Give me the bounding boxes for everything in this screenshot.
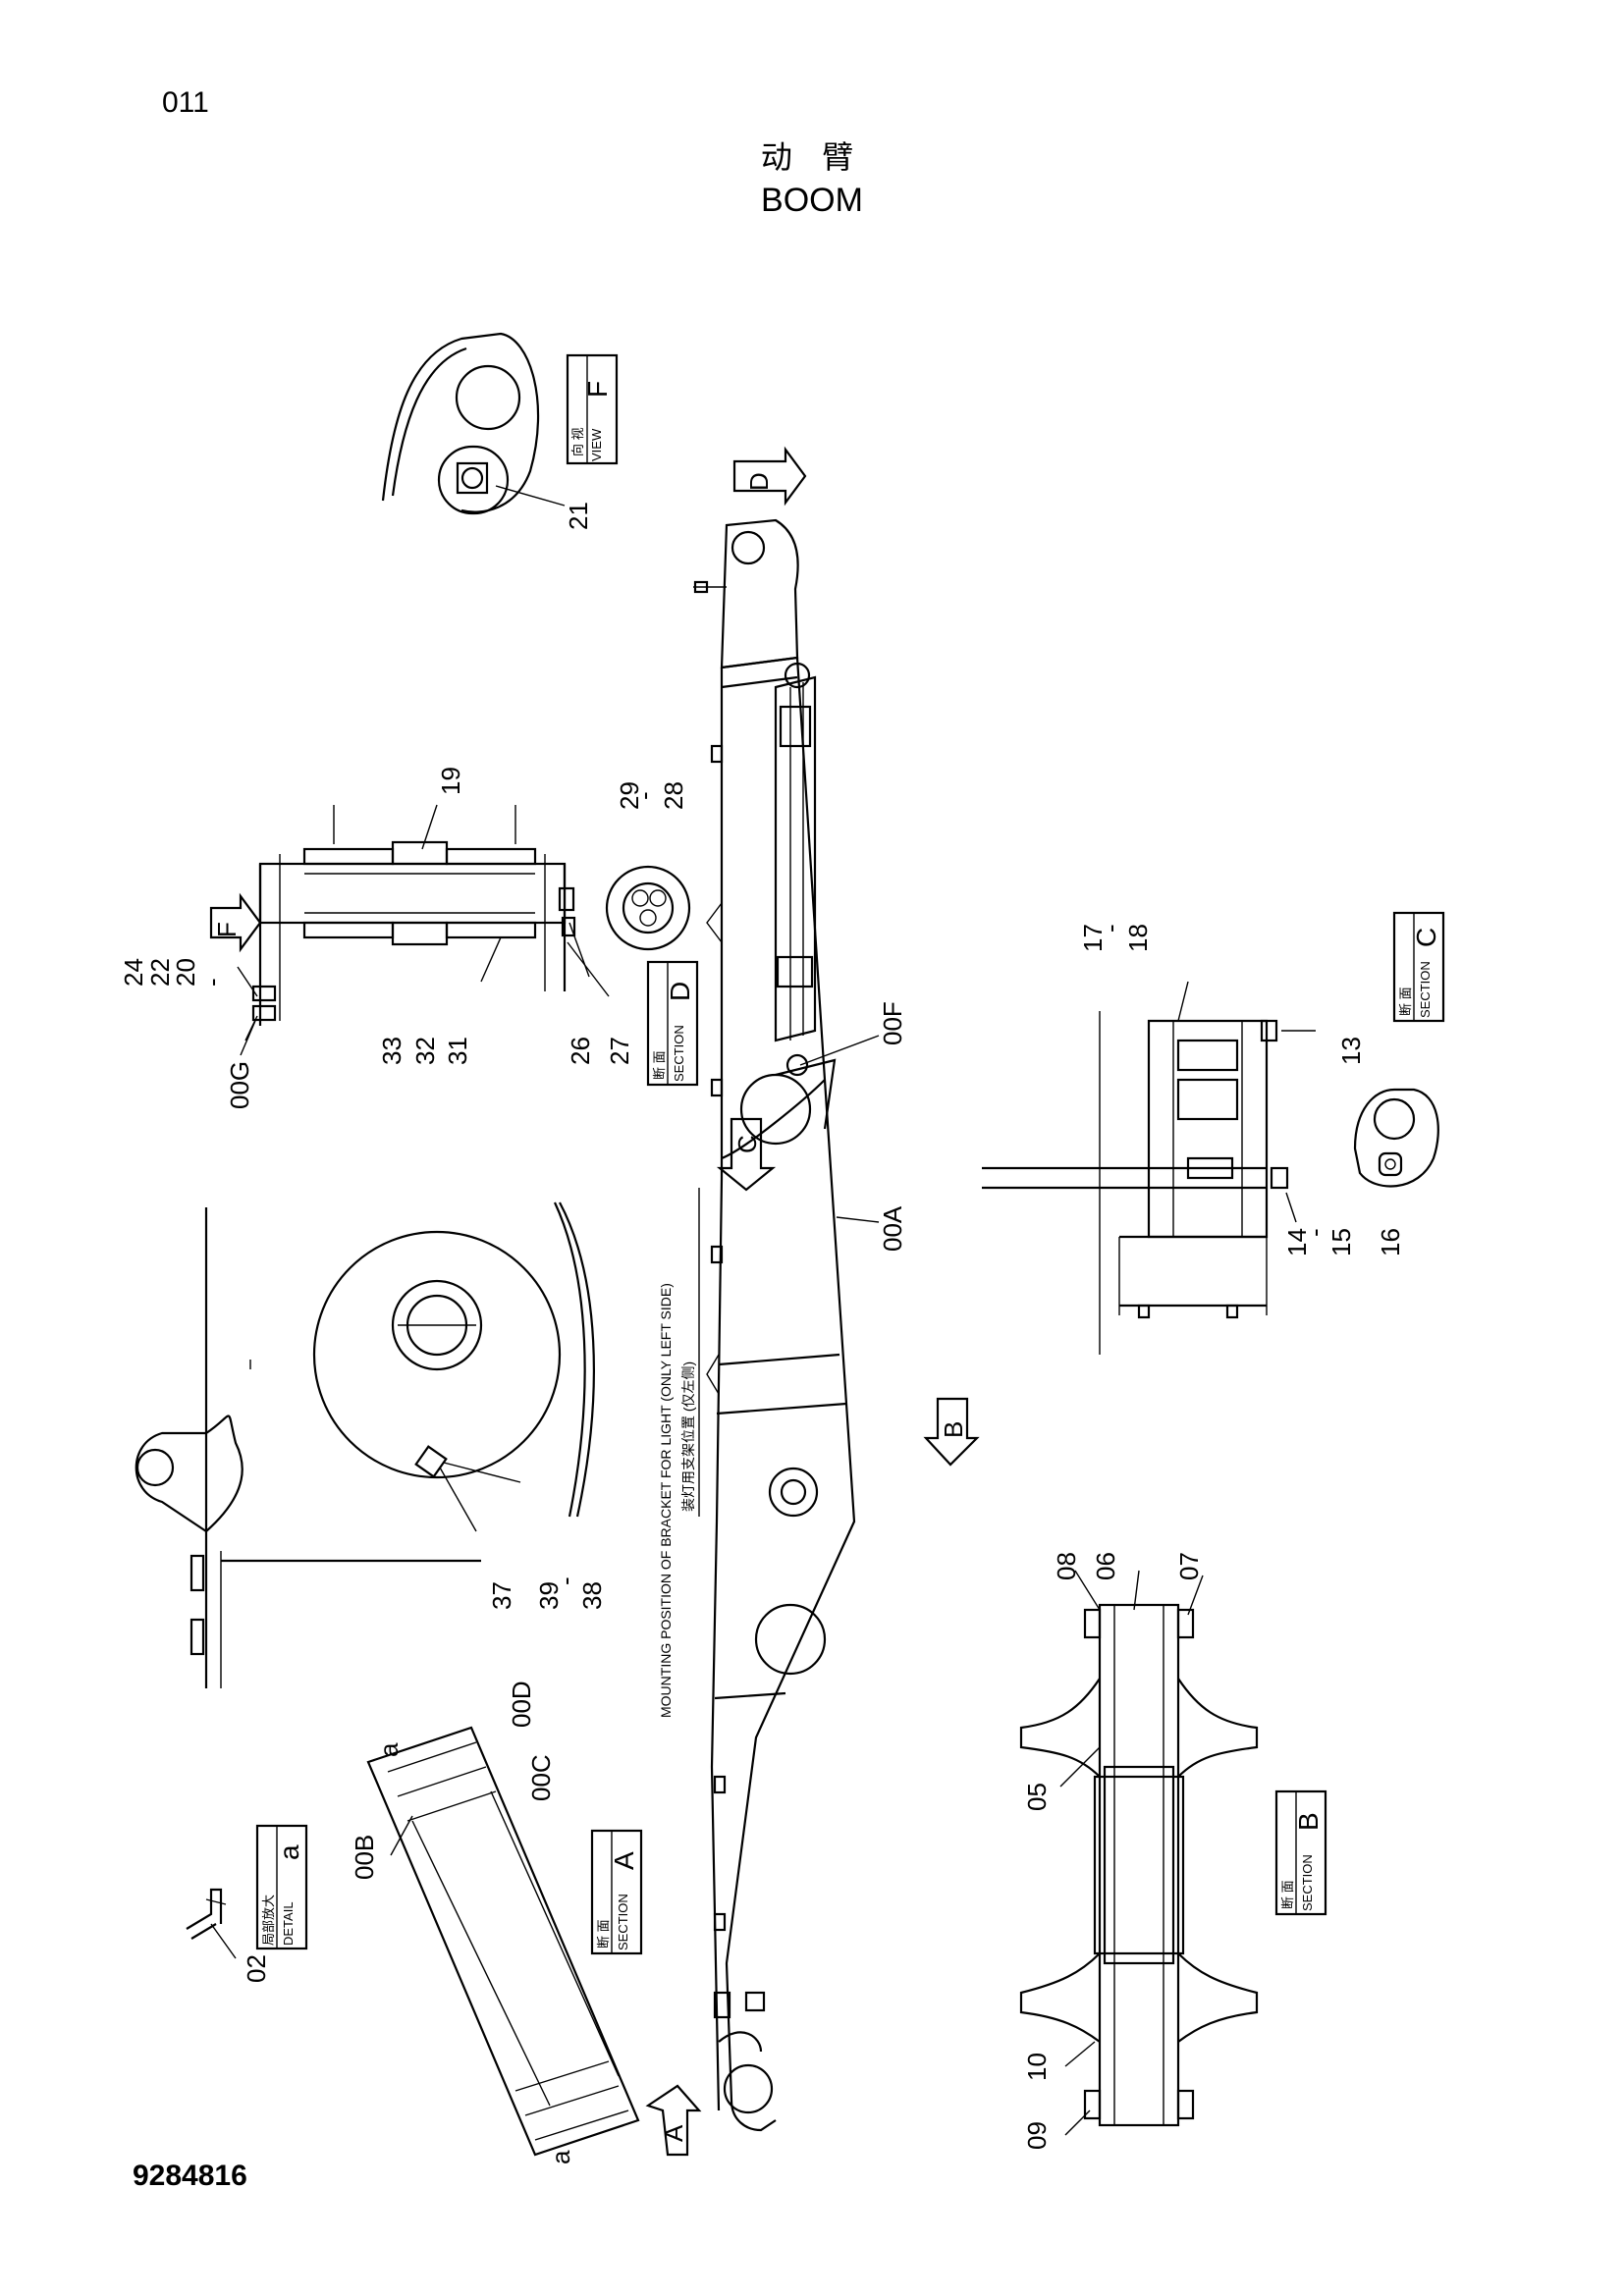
callout-a-2: a <box>546 2150 575 2164</box>
section-a-tag-cn: 断 面 <box>596 1919 611 1949</box>
callout-27: 27 <box>605 1037 634 1065</box>
section-d-tag: 断 面 SECTION D <box>646 960 699 1087</box>
callout-00C: 00C <box>526 1754 556 1801</box>
callout-00G: 00G <box>225 1061 254 1109</box>
callout-dash-2: - <box>629 791 659 800</box>
callout-00B: 00B <box>350 1835 379 1880</box>
view-f-tag-cn: 向 视 <box>570 427 585 456</box>
document-number: 9284816 <box>133 2160 247 2192</box>
part-28-29-flange <box>605 865 691 951</box>
callout-17: 17 <box>1078 924 1108 952</box>
callout-02: 02 <box>242 1954 271 1983</box>
callout-32: 32 <box>410 1037 440 1065</box>
callout-21: 21 <box>564 502 593 530</box>
callout-a-1: a <box>374 1742 404 1757</box>
detail-a-tag-cn: 局部放大 <box>261 1895 276 1946</box>
section-b-tag: 断 面 SECTION B <box>1274 1789 1327 1916</box>
section-a-tag: 断 面 SECTION A <box>590 1829 643 1955</box>
view-f-tag-letter: F <box>582 381 613 398</box>
callout-dash-1: - <box>197 978 227 987</box>
callout-dash-4: - <box>1096 924 1125 933</box>
section-d-tag-cn: 断 面 <box>652 1050 667 1080</box>
section-b-drawing <box>1019 1570 1259 2136</box>
callout-05: 05 <box>1022 1783 1052 1811</box>
callout-09: 09 <box>1022 2121 1052 2150</box>
detail-a-tag-letter: a <box>274 1844 304 1860</box>
section-b-tag-cn: 断 面 <box>1280 1880 1295 1909</box>
callout-24: 24 <box>119 958 148 987</box>
section-c-tag: 断 面 SECTION C <box>1392 911 1445 1023</box>
view-f-tag: 向 视 VIEW F <box>566 353 619 465</box>
view-arrow-b-letter: B <box>939 1421 968 1438</box>
callout-33: 33 <box>377 1037 406 1065</box>
view-arrow-a-letter: A <box>659 2124 688 2142</box>
callout-22: 22 <box>145 958 175 987</box>
detail-a-tag-en: DETAIL <box>281 1901 296 1946</box>
part-16-plate <box>1353 1088 1439 1188</box>
callout-08: 08 <box>1052 1552 1081 1580</box>
section-d-drawing <box>237 804 610 1041</box>
detail-a-drawing <box>186 1888 237 1959</box>
section-a-tag-letter: A <box>609 1851 639 1870</box>
callout-38: 38 <box>577 1581 607 1610</box>
detail-a-tag: 局部放大 DETAIL a <box>255 1824 308 1950</box>
callout-06: 06 <box>1091 1552 1120 1580</box>
view-arrow-f-letter: F <box>212 922 242 937</box>
mounting-note-en: MOUNTING POSITION OF BRACKET FOR LIGHT (… <box>658 1283 674 1718</box>
section-c-tag-en: SECTION <box>1418 961 1433 1018</box>
callout-18: 18 <box>1123 924 1153 952</box>
mounting-note-cn: 装灯用支架位置 (仅左侧) <box>680 1362 696 1512</box>
callout-26: 26 <box>566 1037 595 1065</box>
section-b-tag-letter: B <box>1293 1812 1324 1831</box>
section-c-tag-letter: C <box>1411 928 1441 947</box>
title-english: BOOM <box>761 182 863 219</box>
section-d-tag-letter: D <box>665 982 695 1001</box>
view-arrow-a: A <box>645 2084 702 2157</box>
callout-00D: 00D <box>507 1681 536 1728</box>
callout-29: 29 <box>615 781 644 810</box>
callout-13: 13 <box>1336 1037 1366 1065</box>
view-f-drawing <box>381 332 566 515</box>
view-arrow-c-letter: C <box>732 1135 762 1153</box>
view-f-tag-en: VIEW <box>589 428 604 461</box>
callout-dash-3: - <box>551 1576 580 1585</box>
title-chinese: 动 臂 <box>760 138 864 176</box>
callout-37: 37 <box>487 1581 516 1610</box>
view-arrow-c: C <box>716 1117 777 1192</box>
callout-07: 07 <box>1174 1552 1204 1580</box>
callout-14: 14 <box>1282 1228 1312 1256</box>
callout-39: 39 <box>534 1581 564 1610</box>
callout-19: 19 <box>436 767 465 795</box>
view-arrow-d-letter: D <box>744 472 774 491</box>
callout-dash-5: - <box>1300 1228 1329 1237</box>
callout-10: 10 <box>1022 2053 1052 2081</box>
section-a-drawing <box>366 1726 640 2157</box>
section-a-tag-en: SECTION <box>616 1894 630 1950</box>
callout-00A: 00A <box>878 1205 907 1252</box>
callout-28: 28 <box>659 781 688 810</box>
callout-20: 20 <box>171 958 200 987</box>
section-c-tag-cn: 断 面 <box>1398 987 1413 1016</box>
section-c-drawing <box>982 981 1316 1355</box>
section-b-tag-en: SECTION <box>1300 1854 1315 1911</box>
callout-31: 31 <box>443 1037 472 1065</box>
callout-15: 15 <box>1326 1228 1356 1256</box>
page-number: 011 <box>162 86 209 119</box>
section-d-tag-en: SECTION <box>672 1025 686 1082</box>
view-arrow-d: D <box>732 446 807 507</box>
boom-main-body <box>693 518 856 2132</box>
view-arrow-f: F <box>209 892 262 953</box>
boom-foot-detail <box>135 1201 595 1688</box>
callout-16: 16 <box>1376 1228 1405 1256</box>
callout-00F: 00F <box>878 1001 907 1045</box>
view-arrow-b: B <box>923 1397 980 1467</box>
